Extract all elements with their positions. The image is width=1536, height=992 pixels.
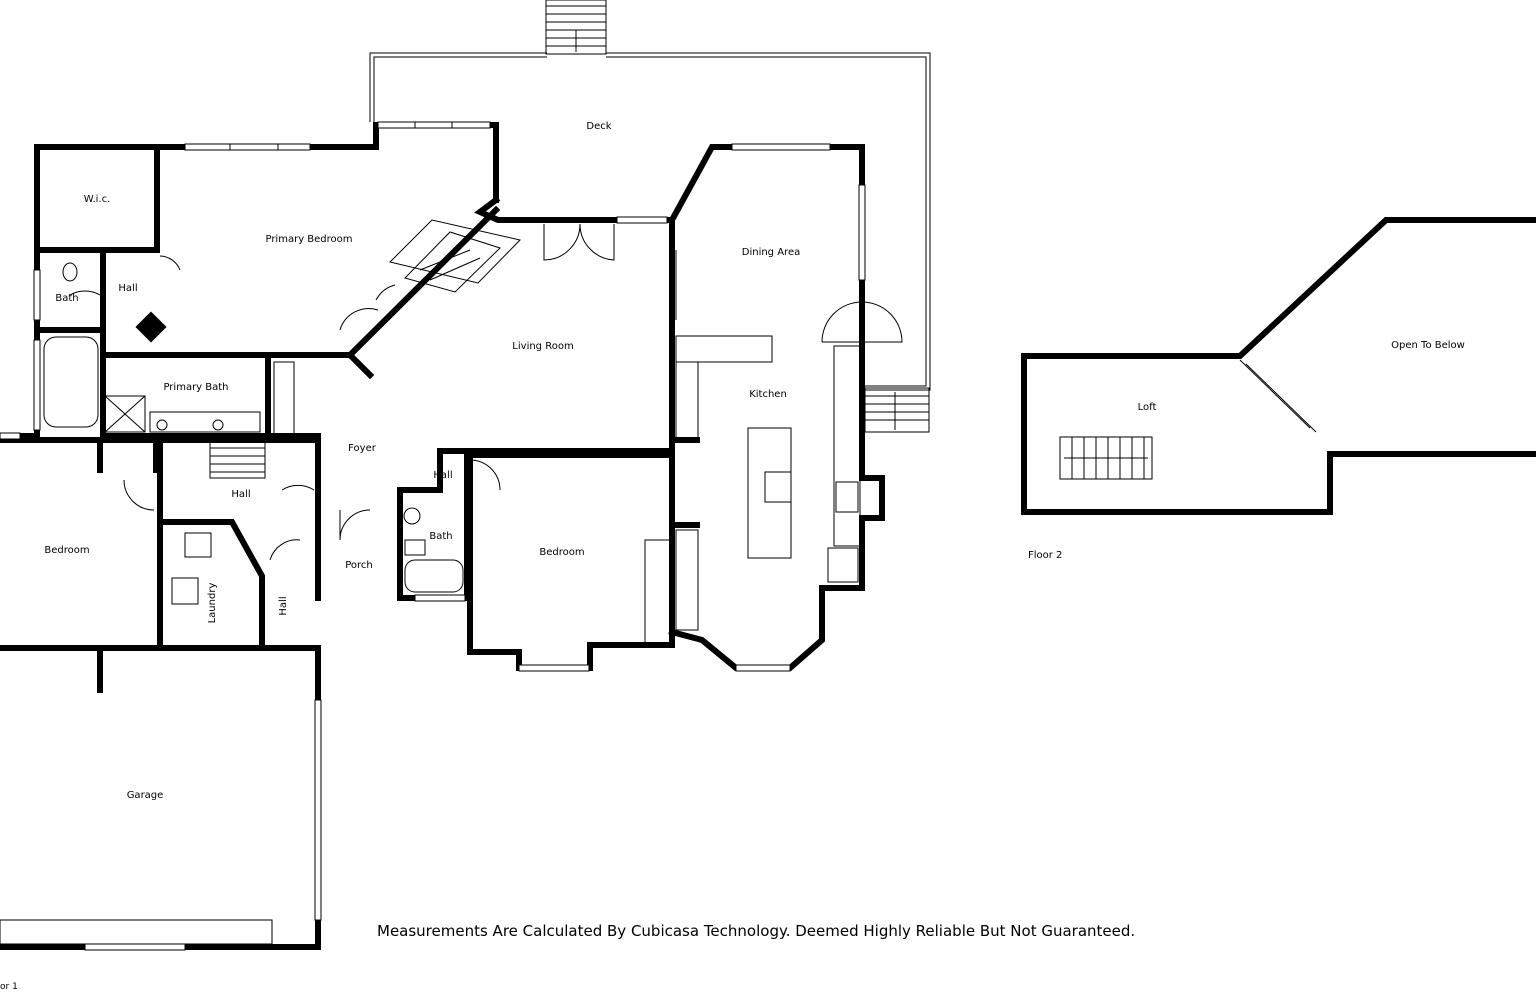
label-primary-bath: Primary Bath — [163, 382, 228, 393]
label-living-room: Living Room — [512, 341, 573, 352]
label-foyer: Foyer — [348, 443, 377, 454]
label-laundry: Laundry — [207, 583, 218, 624]
label-dining-area: Dining Area — [742, 247, 800, 258]
stairs-hall — [209, 439, 266, 479]
label-bath-center: Bath — [429, 531, 452, 542]
label-primary-bedroom: Primary Bedroom — [265, 234, 352, 245]
doors — [69, 223, 903, 561]
label-kitchen: Kitchen — [749, 389, 787, 400]
stairs-loft — [1059, 436, 1153, 480]
label-hall-foyer: Hall — [433, 470, 452, 481]
label-bath-primary-side: Bath — [55, 293, 78, 304]
interior-walls — [34, 144, 700, 651]
label-deck: Deck — [586, 121, 611, 132]
floor-2 — [1021, 217, 1536, 515]
disclaimer-text: Measurements Are Calculated By Cubicasa … — [377, 922, 1136, 940]
floor-1-label: or 1 — [0, 982, 18, 992]
label-floor-2: Floor 2 — [1028, 550, 1062, 561]
label-open-to-below: Open To Below — [1391, 340, 1465, 351]
label-loft: Loft — [1138, 402, 1157, 413]
label-hall-primary: Hall — [118, 283, 137, 294]
label-bedroom-center: Bedroom — [539, 547, 584, 558]
fixtures — [0, 219, 861, 945]
label-hall-laundry: Hall — [278, 596, 289, 615]
deck-stairs-right — [864, 387, 930, 433]
label-hall-center: Hall — [231, 489, 250, 500]
label-wic: W.i.c. — [84, 194, 111, 205]
label-bedroom-left: Bedroom — [44, 545, 89, 556]
deck — [369, 0, 931, 433]
deck-stairs-top — [545, 0, 607, 55]
room-labels: Deck W.i.c. Primary Bedroom Bath Hall Pr… — [44, 121, 1464, 801]
fireplace — [389, 219, 521, 293]
label-garage: Garage — [127, 790, 164, 801]
label-porch: Porch — [345, 560, 373, 571]
windows — [0, 121, 866, 951]
